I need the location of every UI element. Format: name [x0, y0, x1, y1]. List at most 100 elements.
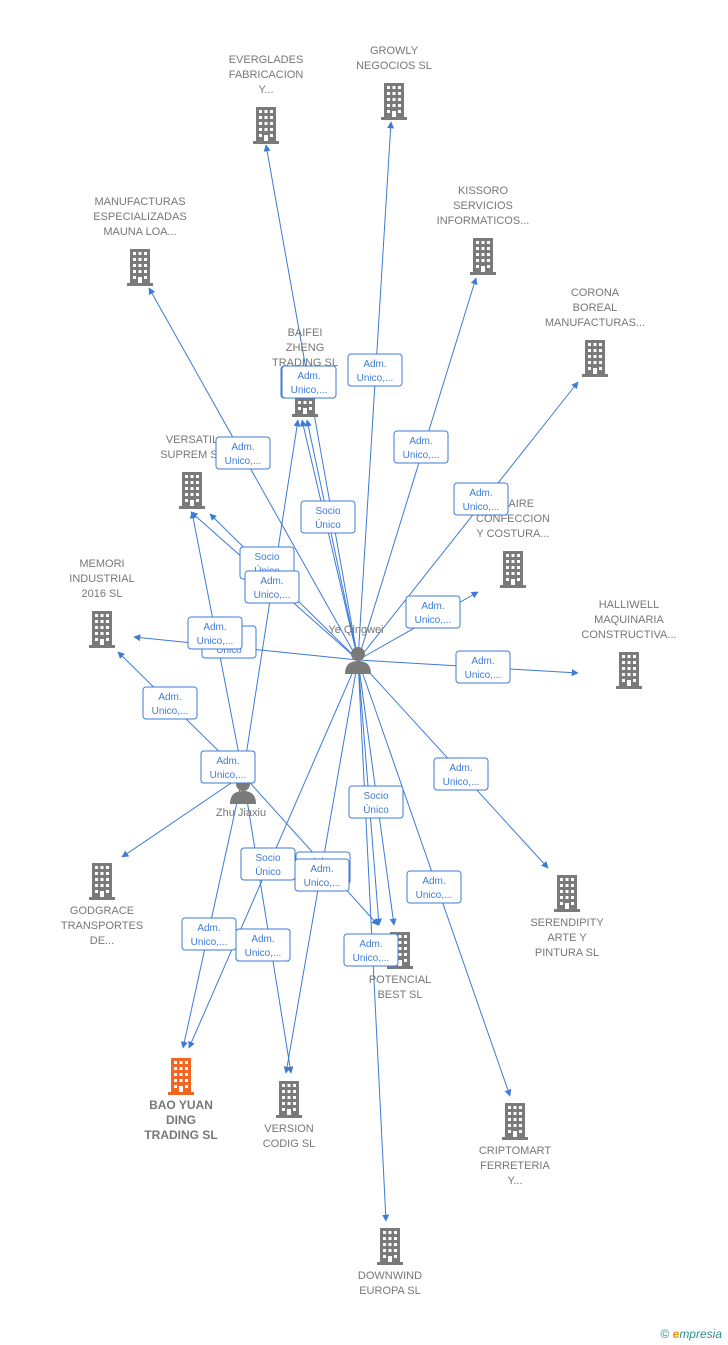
edge-label-ye-corona[interactable]: Adm.Unico,...	[453, 482, 509, 516]
building-icon[interactable]	[470, 238, 496, 275]
company-name-line[interactable]: BOREAL	[573, 302, 618, 314]
edge-label-box[interactable]	[453, 482, 509, 516]
company-name-line[interactable]: MAUNA LOA...	[103, 226, 176, 238]
edge-label-box[interactable]	[187, 616, 243, 650]
company-name-line[interactable]: ESPECIALIZADAS	[93, 211, 187, 223]
edge-label-zhu-versatil[interactable]: Adm.Unico,...	[187, 616, 243, 650]
edge-label-box[interactable]	[300, 500, 356, 534]
person-name[interactable]: Zhu Jiaxiu	[216, 807, 266, 819]
building-icon[interactable]	[253, 107, 279, 144]
company-name-line[interactable]: DING	[166, 1113, 196, 1127]
edge-label-box[interactable]	[142, 686, 198, 720]
company-name-line[interactable]: KISSORO	[458, 185, 509, 197]
company-name-line[interactable]: SERENDIPITY	[530, 917, 604, 929]
building-icon[interactable]	[127, 249, 153, 286]
company-name-line[interactable]: DOWNWIND	[358, 1270, 422, 1282]
edge-label-box[interactable]	[405, 595, 461, 629]
edge-label-box[interactable]	[294, 858, 350, 892]
edge-label-box[interactable]	[244, 570, 300, 604]
company-name-line[interactable]: CRIPTOMART	[479, 1145, 552, 1157]
edge-label-ye-manufacturas[interactable]: Adm.Unico,...	[215, 436, 271, 470]
building-icon[interactable]	[582, 340, 608, 377]
building-icon[interactable]	[276, 1081, 302, 1118]
company-name-line[interactable]: TRADING SL	[144, 1128, 217, 1142]
person-icon[interactable]	[345, 647, 371, 674]
company-name-line[interactable]: FERRETERIA	[480, 1160, 550, 1172]
company-name-line[interactable]: EUROPA SL	[359, 1285, 421, 1297]
company-name-line[interactable]: CODIG SL	[263, 1138, 316, 1150]
edge-label-ye-versatil[interactable]: Adm.Unico,...	[244, 570, 300, 604]
company-name-line[interactable]: MAQUINARIA	[594, 614, 664, 626]
company-name-line[interactable]: SERVICIOS	[453, 200, 513, 212]
edge-label-zhu-version[interactable]: Adm.Unico,...	[235, 928, 291, 962]
company-name-line[interactable]: CONSTRUCTIVA...	[581, 629, 676, 641]
edge-label-zhu-baoyuan[interactable]: Adm.Unico,...	[181, 917, 237, 951]
company-node-corona[interactable]: CORONA BOREAL MANUFACTURAS...	[545, 287, 645, 377]
building-icon[interactable]	[89, 611, 115, 648]
company-name-line[interactable]: VERSION	[264, 1123, 314, 1135]
company-name-line[interactable]: TRANSPORTES	[61, 920, 143, 932]
edge-label-ye-criptomart[interactable]: Adm.Unico,...	[406, 870, 462, 904]
building-icon[interactable]	[554, 875, 580, 912]
company-name-line[interactable]: CONFECCION	[476, 513, 550, 525]
company-node-serendipity[interactable]: SERENDIPITY ARTE Y PINTURA SL	[530, 875, 604, 959]
company-name-line[interactable]: SUPREM SL	[160, 449, 224, 461]
building-icon[interactable]	[500, 551, 526, 588]
company-name-line[interactable]: Y...	[507, 1175, 522, 1187]
company-node-version[interactable]: VERSION CODIG SL	[263, 1081, 316, 1150]
edge-label-box[interactable]	[348, 785, 404, 819]
edge-label-ye-onaire[interactable]: Adm.Unico,...	[405, 595, 461, 629]
company-node-kissoro[interactable]: KISSOROSERVICIOSINFORMATICOS...	[437, 185, 530, 275]
company-node-criptomart[interactable]: CRIPTOMART FERRETERIA Y...	[479, 1103, 552, 1187]
company-name-line[interactable]: ARTE Y	[547, 932, 587, 944]
edge-label-ye-potencial[interactable]: Adm.Unico,...	[343, 933, 399, 967]
company-name-line[interactable]: POTENCIAL	[369, 974, 431, 986]
building-icon[interactable]	[381, 83, 407, 120]
edge-label-box[interactable]	[281, 365, 337, 399]
company-name-line[interactable]: Y...	[258, 84, 273, 96]
company-node-halliwell[interactable]: HALLIWELL MAQUINARIA CONSTRUCTIVA...	[581, 599, 677, 689]
company-name-line[interactable]: 2016 SL	[82, 588, 123, 600]
company-name-line[interactable]: MANUFACTURAS...	[545, 317, 645, 329]
edge-label-zhu-godgrace[interactable]: Adm.Unico,...	[200, 750, 256, 784]
edge-label-ye-growly[interactable]: Adm.Unico,...	[347, 353, 403, 387]
edge-label-box[interactable]	[343, 933, 399, 967]
company-node-potencial[interactable]: POTENCIAL BEST SL	[369, 932, 431, 1001]
company-node-everglades[interactable]: EVERGLADES FABRICACION Y...	[229, 54, 304, 144]
edge-label-ye-kissoro[interactable]: Adm.Unico,...	[393, 430, 449, 464]
building-icon[interactable]	[502, 1103, 528, 1140]
edge-label-ye-baifei[interactable]: Adm.Unico,...	[281, 365, 337, 399]
building-icon[interactable]	[89, 863, 115, 900]
edge-label-box[interactable]	[347, 353, 403, 387]
person-node-ye[interactable]: Ye Qingwei	[328, 624, 384, 674]
company-name-line[interactable]: HALLIWELL	[599, 599, 660, 611]
company-name-line[interactable]: EVERGLADES	[229, 54, 304, 66]
company-name-line[interactable]: Y COSTURA...	[476, 528, 549, 540]
edge-label-box[interactable]	[200, 750, 256, 784]
building-icon[interactable]	[377, 1228, 403, 1265]
company-name-line[interactable]: BEST SL	[377, 989, 422, 1001]
company-name-line[interactable]: MANUFACTURAS	[94, 196, 185, 208]
person-name[interactable]: Ye Qingwei	[328, 624, 383, 636]
company-name-line[interactable]: PINTURA SL	[535, 947, 599, 959]
company-name-line[interactable]: BAIFEI	[288, 327, 323, 339]
edge-label-box[interactable]	[455, 650, 511, 684]
company-name-line[interactable]: DE...	[90, 935, 114, 947]
edge-label-box[interactable]	[406, 870, 462, 904]
company-name-line[interactable]: CORONA	[571, 287, 620, 299]
edge-label-box[interactable]	[393, 430, 449, 464]
company-name-line[interactable]: FABRICACION	[229, 69, 304, 81]
edge-label-ye-halliwell[interactable]: Adm.Unico,...	[455, 650, 511, 684]
edge-label-zhu-memori[interactable]: Adm.Unico,...	[142, 686, 198, 720]
brand-logo-initial[interactable]: e	[672, 1327, 680, 1341]
building-icon[interactable]	[179, 472, 205, 509]
edge-label-box[interactable]	[215, 436, 271, 470]
company-name-line[interactable]: GROWLY	[370, 45, 419, 57]
company-name-line[interactable]: INDUSTRIAL	[69, 573, 134, 585]
